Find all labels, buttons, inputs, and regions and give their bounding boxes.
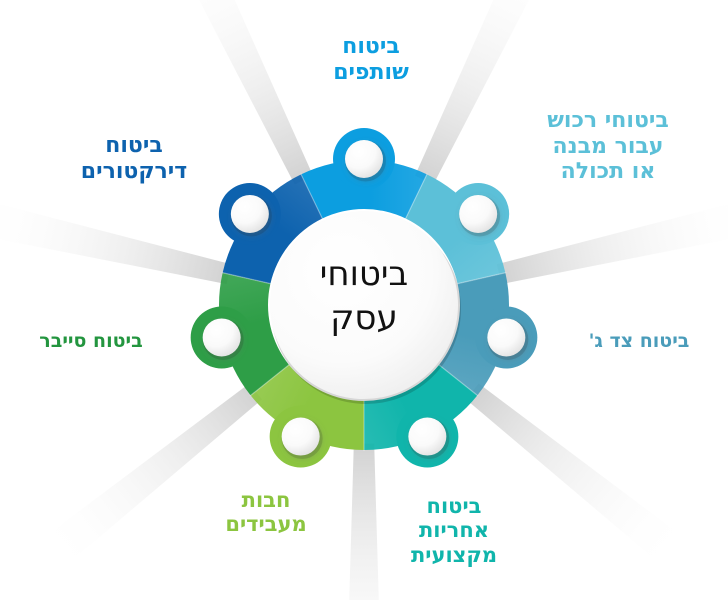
ring-segment-third-party[interactable] — [439, 272, 509, 396]
center-hub — [270, 211, 461, 404]
segment-knob-dot-professional-liability — [408, 417, 447, 456]
segment-label-employers-liability: חבות מעבידים — [225, 488, 307, 537]
center-hub-circle[interactable] — [270, 211, 458, 399]
segment-knob-dot-employers-liability — [281, 417, 320, 456]
segment-knob-dot-property — [459, 194, 498, 233]
segment-knobs — [190, 128, 538, 468]
segment-label-cyber: ביטוח סייבר — [39, 330, 143, 352]
segment-label-property: ביטוחי רכוש עבור מבנה או תכולה — [547, 108, 669, 185]
segment-label-partners: ביטוח שותפים — [333, 34, 409, 85]
segment-label-directors: ביטוח דירקטורים — [80, 133, 188, 184]
segment-knob-dot-third-party — [487, 318, 526, 357]
center-title: ביטוחי עסק — [319, 254, 409, 338]
segment-knob-dot-cyber — [202, 318, 241, 357]
segment-knob-dot-directors — [230, 194, 269, 233]
ring-segment-cyber[interactable] — [219, 272, 289, 396]
segment-label-professional-liability: ביטוח אחריות מקצועית — [410, 494, 498, 567]
segment-label-third-party: ביטוח צד ג' — [588, 330, 690, 352]
segment-knob-dot-partners — [345, 140, 383, 178]
